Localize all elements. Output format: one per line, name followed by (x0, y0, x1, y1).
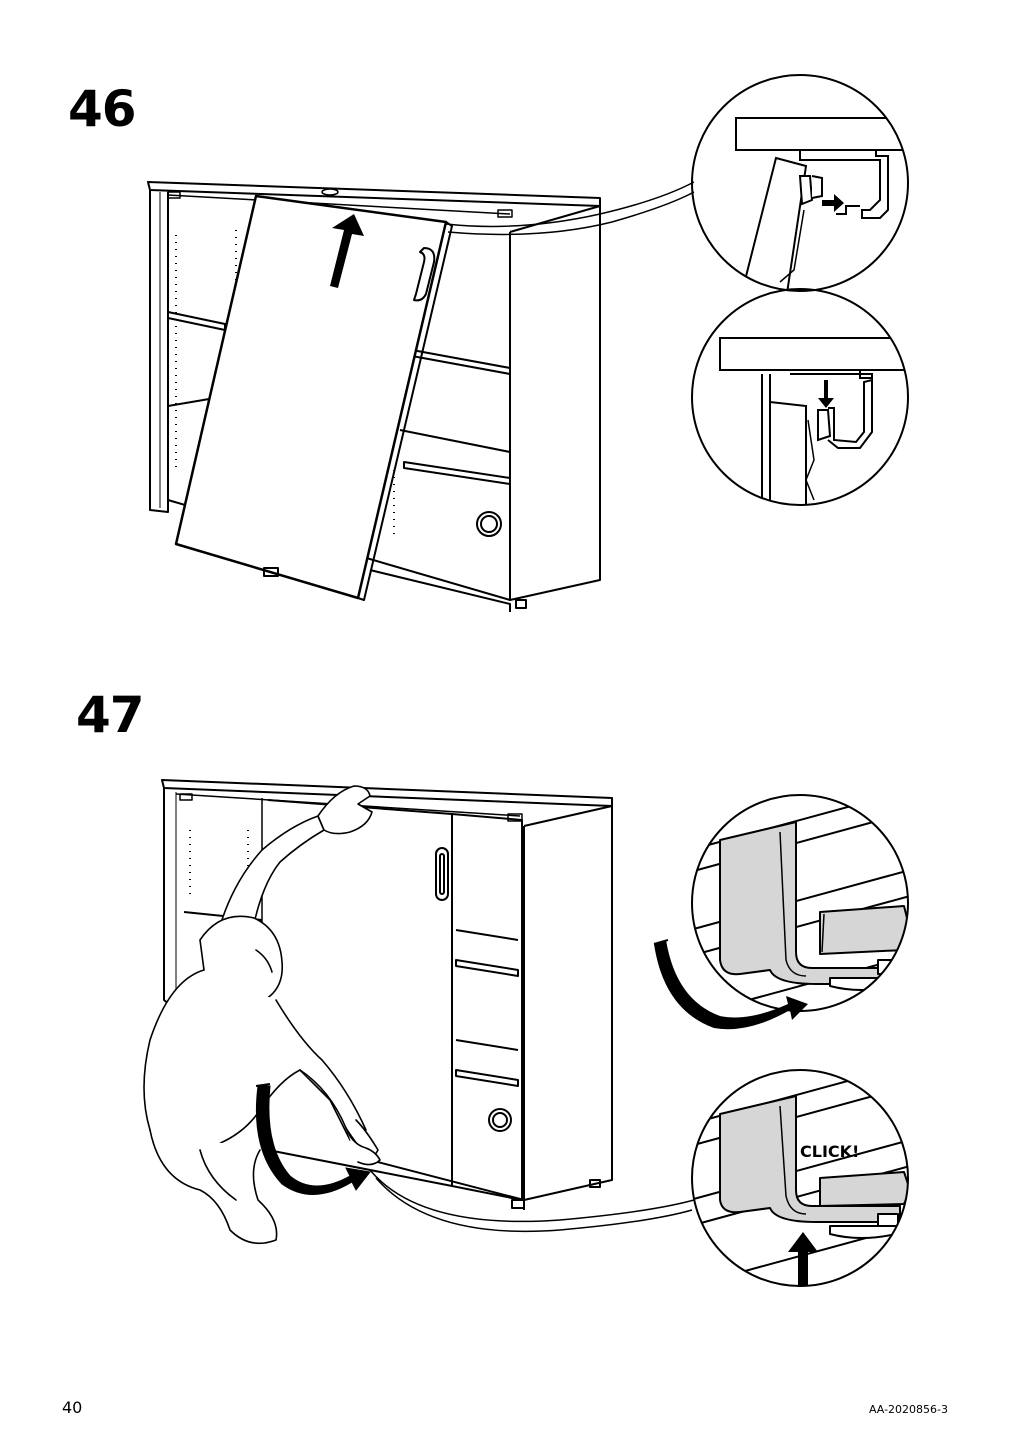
up-arrow-icon (330, 214, 364, 288)
detail-circle-guide-click (692, 1070, 908, 1286)
detail-circle-hook-engage (735, 117, 908, 291)
cabinet-step46 (147, 181, 601, 612)
detail-circle-guide-tilt (692, 795, 908, 1011)
curved-arrow-icon-2 (654, 940, 808, 1030)
click-label: CLICK! (800, 1142, 859, 1161)
callout-leader-46 (445, 181, 695, 228)
detail-circle-hook-drop (719, 337, 908, 505)
callout-leader-47 (369, 1169, 695, 1223)
person-figure (143, 785, 381, 1245)
step-number-46: 46 (68, 80, 137, 138)
step-number-47: 47 (76, 686, 145, 744)
curved-arrow-icon (255, 1085, 371, 1195)
document-id: AA-2020856-3 (868, 1403, 948, 1416)
down-arrow-icon (818, 380, 834, 408)
page-number: 40 (62, 1398, 83, 1417)
right-arrow-icon (822, 194, 844, 212)
up-arrow-icon-2 (788, 1232, 818, 1286)
